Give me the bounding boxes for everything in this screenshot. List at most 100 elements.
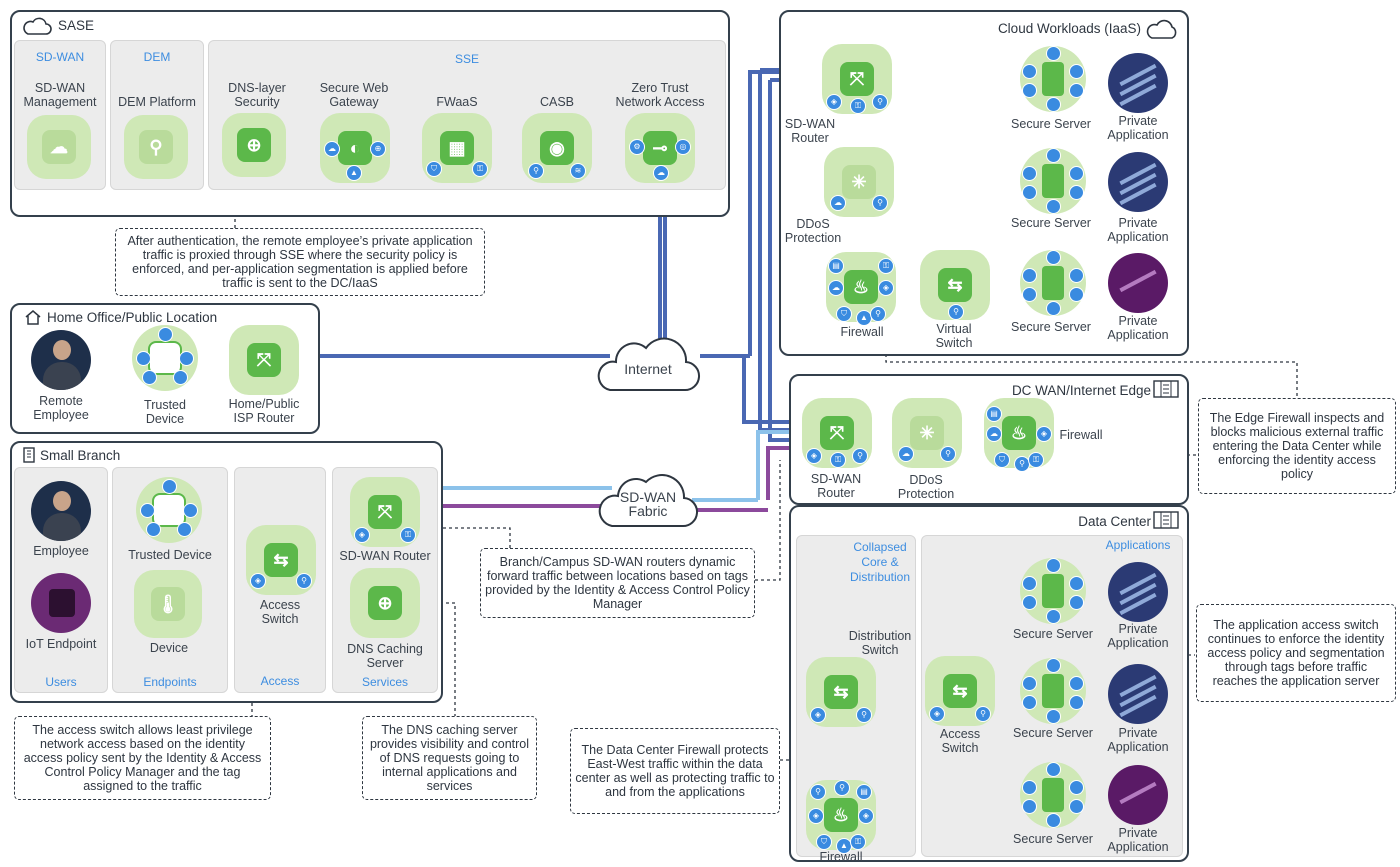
magnifier-icon: ⚲: [139, 130, 173, 164]
badge-icon: ⚿: [1028, 452, 1044, 468]
search-badge-icon: ⚲: [940, 446, 956, 462]
router-icon: ⤧: [820, 416, 854, 450]
dc-server-3-label: Secure Server: [1013, 832, 1093, 846]
branch-access-switch-label: Access Switch: [259, 598, 301, 626]
branch-trusted-device-node[interactable]: [136, 477, 202, 543]
sase-title: SASE: [58, 18, 95, 33]
cloud-icon: [23, 17, 52, 35]
tag-badge-icon: ◈: [929, 706, 945, 722]
virtual-switch-label: Virtual Switch: [935, 322, 973, 350]
cloud-badge-icon: ☁: [324, 141, 340, 157]
fwaas-node[interactable]: ▦⛉⚿: [422, 113, 492, 183]
sdwan-management-label: SD-WAN Management: [23, 81, 97, 109]
internet-cloud-icon: [597, 337, 701, 392]
home-isp-router-node[interactable]: ⤧: [229, 325, 299, 395]
warning-badge-icon: ▲: [346, 165, 362, 181]
device-label: Device: [149, 641, 189, 655]
distribution-switch-label: Distribution Switch: [848, 629, 912, 657]
badge-icon: ⚲: [810, 784, 826, 800]
distribution-switch-node[interactable]: ⇆◈⚲: [806, 657, 876, 727]
cloud-server-1-node[interactable]: [1020, 46, 1086, 112]
cloud-app-2-image: [1108, 152, 1168, 212]
search-badge-icon: ⚲: [852, 448, 868, 464]
home-trusted-device-node[interactable]: [132, 325, 198, 391]
badge-icon: ⛉: [994, 452, 1010, 468]
badge-icon: [177, 522, 192, 537]
switch-icon: ⇆: [264, 543, 298, 577]
fingerprint-badge-icon: ◎: [675, 139, 691, 155]
dcwan-sdwan-router-node[interactable]: ⤧◈⚿⚲: [802, 398, 872, 468]
dc-app-1-image: [1108, 562, 1168, 622]
key-badge-icon: ⚿: [400, 527, 416, 543]
casb-node[interactable]: ◉⚲≋: [522, 113, 592, 183]
device-node[interactable]: 🌡: [134, 570, 202, 638]
cloud-app-3-image: [1108, 253, 1168, 313]
cloud-ddos-node[interactable]: ✳☁⚲: [824, 147, 894, 217]
dcwan-ddos-node[interactable]: ✳☁ ⚲: [892, 398, 962, 468]
search-badge-icon: ⚲: [856, 707, 872, 723]
shield-badge-icon: ⛉: [426, 161, 442, 177]
services-category-label: Services: [361, 675, 408, 689]
dc-firewall-node[interactable]: ♨⚲⚲▤◈◈⛉▲⚿: [806, 780, 876, 854]
home-trusted-device-label: Trusted Device: [144, 398, 186, 426]
access-switch-note: The access switch allows least privilege…: [14, 716, 271, 800]
dem-platform-label: DEM Platform: [118, 95, 196, 109]
cloud-badge-icon: ☁: [898, 446, 914, 462]
sdwan-fabric-cloud-icon: [598, 474, 699, 528]
dc-app-1-label: Private Application: [1107, 622, 1169, 650]
dns-security-node[interactable]: ⊕: [222, 113, 286, 177]
cloud-app-2-label: Private Application: [1107, 216, 1169, 244]
switch-icon: ⇆: [943, 674, 977, 708]
cloud-server-3-label: Secure Server: [1011, 320, 1091, 334]
cloud-server-2-node[interactable]: [1020, 148, 1086, 214]
cloud-ddos-label: DDoS Protection: [784, 217, 842, 245]
badge-icon: [183, 503, 198, 518]
tag-badge-icon: ◈: [250, 573, 266, 589]
cloud-sdwan-router-node[interactable]: ⤧◈⚿⚲: [822, 44, 892, 114]
sdwan-fabric-label: SD-WAN Fabric: [619, 489, 677, 519]
cloud-firewall-node[interactable]: ♨▤⚿☁◈⛉▲⚲: [826, 252, 896, 326]
badge-icon: ⚲: [834, 780, 850, 796]
data-center-title: Data Center: [1078, 514, 1151, 529]
virtual-switch-node[interactable]: ⇆⚲: [920, 250, 990, 320]
badge-icon: ⚿: [850, 834, 866, 850]
edge-firewall-label: Firewall: [1059, 428, 1103, 442]
small-branch-title: Small Branch: [40, 448, 121, 463]
badge-icon: ◈: [1036, 426, 1052, 442]
dc-server-1-node[interactable]: [1020, 558, 1086, 624]
badge-icon: ◈: [808, 808, 824, 824]
data-center-icon: [1153, 380, 1179, 398]
dns-cache-node[interactable]: ⊕: [350, 568, 420, 638]
ddos-icon: ✳: [842, 165, 876, 199]
branch-access-switch-node[interactable]: ⇆◈⚲: [246, 525, 316, 595]
tag-badge-icon: ◈: [354, 527, 370, 543]
ddos-icon: ✳: [910, 416, 944, 450]
cloud-server-1-label: Secure Server: [1011, 117, 1091, 131]
dc-access-switch-node[interactable]: ⇆◈⚲: [925, 656, 995, 726]
ztna-node[interactable]: ⊸⚙◎☁: [625, 113, 695, 183]
sdwan-management-node[interactable]: ☁: [27, 115, 91, 179]
thermometer-icon: 🌡: [151, 587, 185, 621]
home-icon: [25, 310, 41, 325]
badge-icon: [179, 351, 194, 366]
badge-icon: ⚲: [870, 306, 886, 322]
dcwan-ddos-label: DDoS Protection: [897, 473, 955, 501]
core-distribution-category-label: Collapsed Core & Distribution: [849, 540, 911, 584]
swg-node[interactable]: ◐☁⊕▲: [320, 113, 390, 183]
cloud-app-1-label: Private Application: [1107, 114, 1169, 142]
cloud-server-3-node[interactable]: [1020, 250, 1086, 316]
dc-server-3-node[interactable]: [1020, 762, 1086, 828]
badge-icon: [158, 327, 173, 342]
branch-sdwan-router-node[interactable]: ⤧◈⚿: [350, 477, 420, 547]
connector-icon: ⊸: [643, 131, 677, 165]
home-office-title: Home Office/Public Location: [47, 310, 218, 325]
globe-badge-icon: ⊕: [370, 141, 386, 157]
badge-icon: [173, 370, 188, 385]
dc-server-2-node[interactable]: [1020, 658, 1086, 724]
iot-endpoint-label: IoT Endpoint: [25, 637, 97, 651]
dc-app-2-label: Private Application: [1107, 726, 1169, 754]
users-category-label: Users: [45, 675, 77, 689]
edge-firewall-node[interactable]: ♨▤☁◈⛉⚲⚿: [984, 398, 1054, 472]
dem-platform-node[interactable]: ⚲: [124, 115, 188, 179]
cloud-app-3-label: Private Application: [1107, 314, 1169, 342]
